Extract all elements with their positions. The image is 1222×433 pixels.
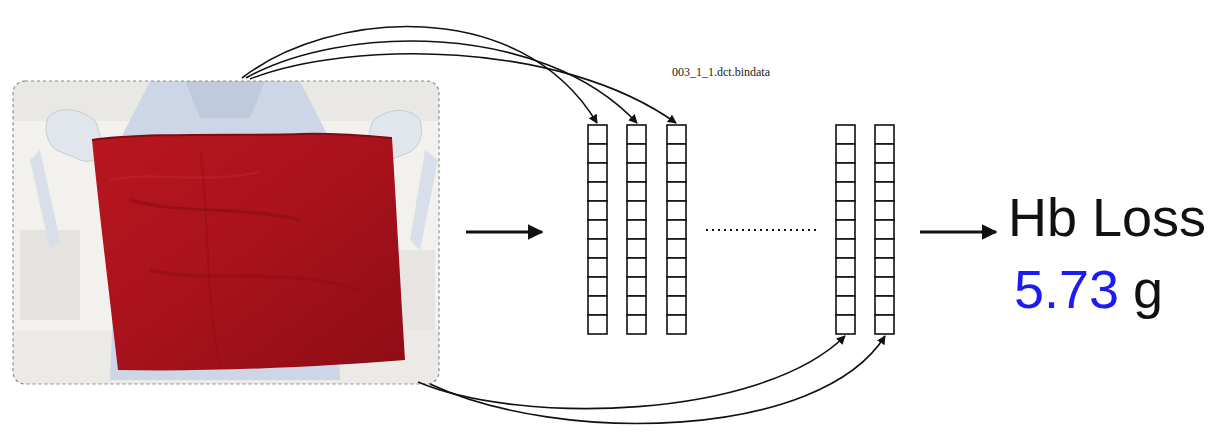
output-unit: g [1133,262,1163,316]
ellipsis-line [706,229,818,231]
curved-arrows [242,27,885,424]
output-title: Hb Loss [1008,190,1206,244]
flow-arrow [920,231,996,234]
output-value: 5.73 [1014,262,1119,316]
flow-arrow [466,231,542,234]
photo-frame [13,81,439,384]
file-name: 003_1_1.dct.bindata [672,66,770,78]
feature-vectors [588,125,894,334]
photo [13,81,439,384]
